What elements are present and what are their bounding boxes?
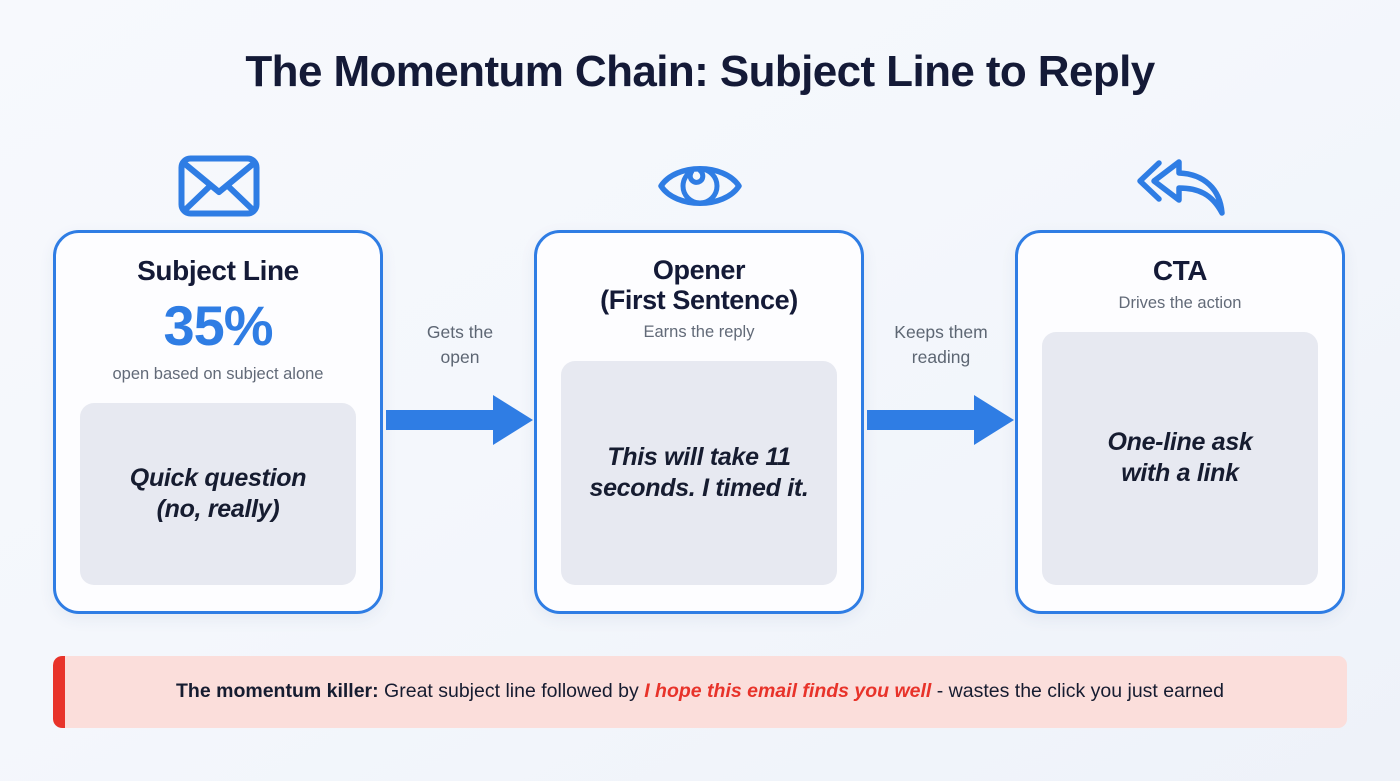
card-title: Opener(First Sentence) [600,255,798,316]
card-title: Subject Line [137,255,299,286]
step-card-subject-line[interactable]: Subject Line 35% open based on subject a… [53,230,383,614]
banner-middle: Great subject line followed by [378,680,645,703]
eye-icon [640,146,760,226]
card-quote-box: Quick question(no, really) [80,402,356,585]
banner-tail: - wastes the click you just earned [931,680,1224,703]
momentum-killer-banner: The momentum killer: Great subject line … [53,656,1347,728]
banner-lead: The momentum killer: [176,680,379,703]
page-title: The Momentum Chain: Subject Line to Repl… [245,47,1155,96]
arrow-right-icon [386,392,534,448]
card-subtitle: open based on subject alone [112,365,324,384]
banner-text: The momentum killer: Great subject line … [65,679,1347,704]
banner-highlight: I hope this email finds you well [644,680,932,703]
card-stat: 35% [163,294,273,358]
step-card-opener[interactable]: Opener(First Sentence) Earns the reply T… [534,230,864,614]
arrow-right-icon [867,392,1015,448]
card-subtitle: Earns the reply [643,323,755,342]
envelope-icon [159,146,279,226]
card-subtitle: Drives the action [1118,294,1242,313]
card-quote-text: Quick question(no, really) [129,463,307,523]
banner-accent-bar [53,656,65,728]
card-title: CTA [1152,255,1208,286]
reply-arrow-icon [1120,146,1240,226]
